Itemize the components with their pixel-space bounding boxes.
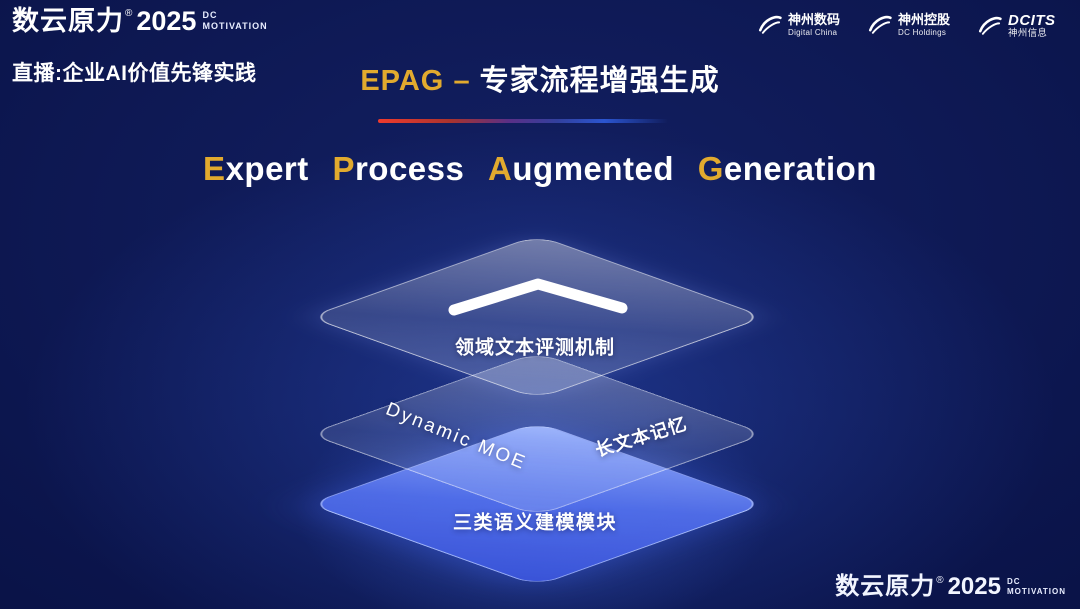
partner-name: DCITS <box>1008 12 1056 29</box>
partner-name: 神州数码 <box>788 11 841 27</box>
gradient-divider <box>378 119 668 123</box>
title-word: Process <box>332 150 465 187</box>
brand-logo-top: 数云原力®2025 DC MOTIVATION <box>12 8 268 35</box>
swoosh-icon <box>868 15 892 34</box>
heading-separator: – <box>453 65 471 97</box>
brand-logo-bottom: 数云原力®2025 DC MOTIVATION <box>835 575 1066 599</box>
brand-sub-line1: DC <box>202 10 218 20</box>
brand-subtitle: DC MOTIVATION <box>1007 577 1066 597</box>
registered-mark: ® <box>125 8 133 19</box>
main-title: Expert Process Augmented Generation <box>0 150 1080 188</box>
swoosh-icon <box>978 16 1002 35</box>
heading-chinese: 专家流程增强生成 <box>479 65 720 97</box>
brand-subtitle: DC MOTIVATION <box>202 10 267 33</box>
partner-name: 神州控股 <box>898 11 951 27</box>
partner-subname: DC Holdings <box>898 27 947 37</box>
partner-logo-dc-holdings: 神州控股 DC Holdings <box>867 12 950 38</box>
slide-heading: EPAG – 专家流程增强生成 <box>0 57 1080 99</box>
partner-subname: 神州信息 <box>1008 28 1048 40</box>
brand-sub-line1: DC <box>1006 577 1021 586</box>
brand-sub-line2: MOTIVATION <box>202 21 268 32</box>
swoosh-icon <box>758 15 782 34</box>
partner-text: DCITS 神州信息 <box>1008 12 1056 40</box>
partner-logo-dcits: DCITS 神州信息 <box>977 12 1056 40</box>
partner-text: 神州数码 Digital China <box>788 11 841 37</box>
brand-name: 数云原力 <box>12 6 124 36</box>
partner-logo-digital-china: 神州数码 Digital China <box>757 12 840 38</box>
chevron-up-icon <box>448 278 628 316</box>
partner-text: 神州控股 DC Holdings <box>898 11 951 37</box>
layer-label-semantic-modeling: 三类语义建模模块 <box>452 512 618 534</box>
title-word: Expert <box>203 150 309 187</box>
partner-subname: Digital China <box>788 27 838 37</box>
title-word: Generation <box>697 150 877 187</box>
layer-label-evaluation: 领域文本评测机制 <box>454 337 616 359</box>
brand-name: 数云原力 <box>835 573 936 600</box>
heading-acronym: EPAG <box>360 65 445 97</box>
title-word: Augmented <box>488 150 675 187</box>
registered-mark: ® <box>936 575 944 586</box>
live-stream-label: 直播:企业AI价值先锋实践 <box>12 62 257 85</box>
brand-year: 2025 <box>947 573 1001 600</box>
brand-year: 2025 <box>136 6 197 36</box>
brand-sub-line2: MOTIVATION <box>1006 587 1066 596</box>
